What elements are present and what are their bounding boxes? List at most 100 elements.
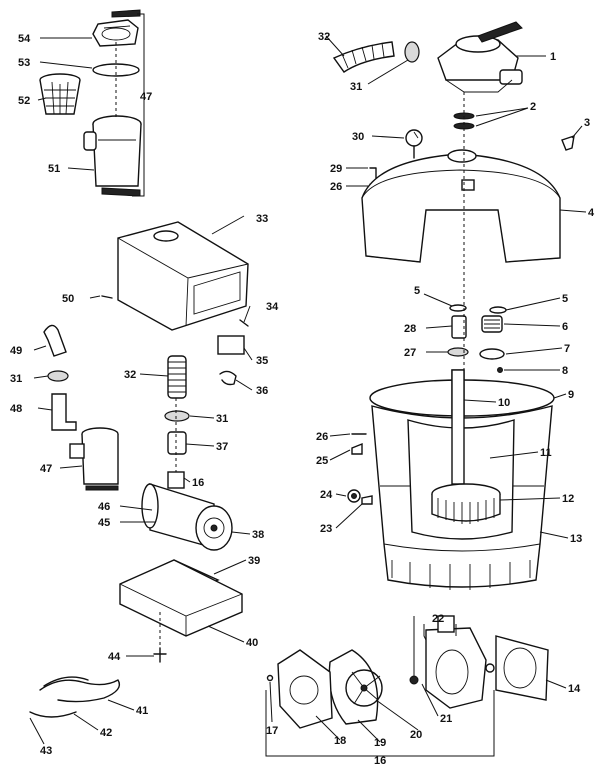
part-27-gasket	[447, 347, 469, 357]
part-35-plate	[217, 335, 245, 355]
part-31-clamp-left	[47, 370, 69, 382]
callout-23: 23	[320, 523, 332, 535]
callout-30: 30	[352, 131, 364, 143]
callout-31-left: 31	[10, 373, 22, 385]
part-8-nut	[497, 367, 503, 373]
callout-24: 24	[320, 489, 333, 501]
callout-26-top: 26	[330, 181, 342, 193]
part-33-motor-cover	[117, 221, 249, 331]
callout-17: 17	[266, 725, 278, 737]
part-18-seal-plate	[277, 649, 333, 729]
callout-22: 22	[432, 613, 444, 625]
callout-45: 45	[98, 517, 110, 529]
part-10-standpipe-front	[451, 369, 465, 485]
part-31-clamp-middle	[164, 410, 190, 422]
callout-6: 6	[562, 321, 568, 333]
part-6-lateral-fitting	[481, 315, 503, 333]
part-41-power-cord	[29, 676, 121, 718]
part-21-nut	[409, 675, 419, 685]
part-32-hose-middle	[167, 355, 187, 399]
callout-31-top: 31	[350, 81, 362, 93]
callout-2: 2	[530, 101, 536, 113]
callout-51: 51	[48, 163, 60, 175]
callout-labels: 54 53 52 51 47 33 50 34 35 36 49 31 48 3…	[10, 31, 595, 767]
callout-28: 28	[404, 323, 416, 335]
callout-1: 1	[550, 51, 556, 63]
part-1-multiport-valve	[437, 21, 523, 93]
callout-16-bottom: 16	[374, 755, 386, 767]
part-52-strainer-basket	[39, 73, 81, 115]
callout-27: 27	[404, 347, 416, 359]
part-30-pressure-gauge	[405, 129, 423, 159]
part-51-strainer-housing	[83, 115, 142, 197]
leader-lines	[29, 35, 587, 745]
callout-31-middle: 31	[216, 413, 228, 425]
callout-47-bottom: 47	[40, 463, 52, 475]
part-53-o-ring	[92, 63, 140, 77]
callout-33: 33	[256, 213, 268, 225]
callout-53: 53	[18, 57, 30, 69]
callout-54: 54	[18, 33, 31, 45]
callout-47-top: 47	[140, 91, 152, 103]
callout-3: 3	[584, 117, 590, 129]
callout-44: 44	[108, 651, 121, 663]
part-32-hose-top	[332, 41, 395, 73]
callout-32-middle: 32	[124, 369, 136, 381]
part-22-volute	[425, 615, 487, 709]
callout-38: 38	[252, 529, 264, 541]
part-5-o-ring-right	[489, 306, 507, 314]
callout-8: 8	[562, 365, 568, 377]
part-5-o-ring-left	[449, 304, 467, 312]
callout-37: 37	[216, 441, 228, 453]
callout-32-top: 32	[318, 31, 330, 43]
callout-46: 46	[98, 501, 110, 513]
part-50-screw	[101, 295, 113, 299]
group-bracket-16-bottom	[265, 690, 495, 757]
callout-4: 4	[588, 207, 595, 219]
callout-21: 21	[440, 713, 452, 725]
part-34-screw	[239, 319, 249, 327]
callout-34: 34	[266, 301, 279, 313]
callout-18: 18	[334, 735, 346, 747]
callout-50: 50	[62, 293, 74, 305]
part-17-screw	[266, 674, 274, 682]
callout-5-left: 5	[414, 285, 420, 297]
callout-10: 10	[498, 397, 510, 409]
part-37-adapter	[167, 431, 187, 455]
part-49-hose	[43, 324, 67, 357]
callout-14: 14	[568, 683, 581, 695]
part-38-motor	[141, 471, 233, 551]
part-24-drain-cap-center	[351, 493, 357, 499]
callout-25: 25	[316, 455, 328, 467]
callout-13: 13	[570, 533, 582, 545]
callout-12: 12	[562, 493, 574, 505]
part-7-washer	[479, 348, 505, 360]
part-25-drain-plug	[351, 442, 363, 455]
callout-48: 48	[10, 403, 22, 415]
callout-43: 43	[40, 745, 52, 757]
part-36-clip	[219, 370, 237, 386]
part-47-pump-assembly	[69, 427, 119, 491]
part-29-air-relief	[369, 167, 377, 179]
part-44-bolt	[153, 647, 167, 663]
group-bracket-47-top	[132, 13, 145, 197]
callout-19: 19	[374, 737, 386, 749]
part-3-screw	[561, 134, 575, 151]
callout-9: 9	[568, 389, 574, 401]
callout-7: 7	[564, 343, 570, 355]
callout-35: 35	[256, 355, 268, 367]
part-28-fitting	[451, 315, 467, 339]
callout-49: 49	[10, 345, 22, 357]
callout-16-motor: 16	[192, 477, 204, 489]
callout-29: 29	[330, 163, 342, 175]
callout-41: 41	[136, 705, 148, 717]
part-20-impeller	[345, 669, 383, 707]
callout-36: 36	[256, 385, 268, 397]
part-31-clamp-top	[404, 41, 420, 63]
part-14-seal-plate	[495, 635, 549, 701]
callout-40: 40	[246, 637, 258, 649]
part-48-elbow	[51, 393, 77, 431]
callout-52: 52	[18, 95, 30, 107]
